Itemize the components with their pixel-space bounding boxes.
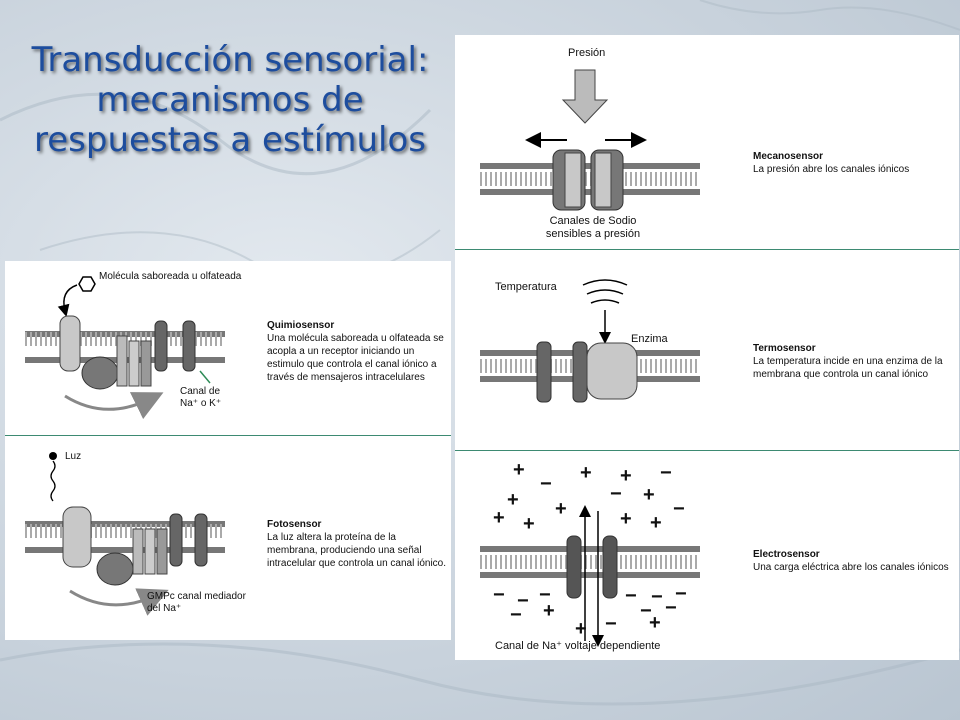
voltage-channel-right [602,535,618,599]
charge-plus: + [493,507,505,529]
label-voltage-channel: Canal de Na⁺ voltaje dependiente [495,640,661,652]
electrosensor-title: Electrosensor [753,549,820,560]
charge-plus: + [507,489,519,511]
charge-minus: − [493,584,505,606]
label-light: Luz [65,451,82,462]
electrosensor-description: Electrosensor Una carga eléctrica abre l… [753,548,953,574]
charge-minus: − [665,597,677,619]
label-pressure: Presión [568,47,606,59]
signal-arrow [64,392,164,420]
label-sodium-channels: Canales de Sodio sensibles a presión [545,215,641,240]
label-enzyme: Enzima [631,333,668,345]
label-temperature: Temperatura [495,281,557,293]
mechanosensor-description: Mecanosensor La presión abre los canales… [753,150,953,176]
right-separator-2 [455,450,959,451]
photoreceptor-protein [62,506,92,568]
membrane-electro [480,546,700,578]
mechanosensor-text: La presión abre los canales iónicos [753,164,910,175]
charge-plus: + [513,459,525,481]
ion-channel-right [182,320,196,372]
charge-plus: + [523,513,535,535]
charge-plus: + [650,512,662,534]
charge-plus: + [620,508,632,530]
membrane-photo [25,521,225,553]
charge-minus: − [540,473,552,495]
chemosensor-title: Quimiosensor [267,320,335,331]
thermo-channel [536,341,552,403]
photosensor-title: Fotosensor [267,519,322,530]
effector-protein [116,335,128,387]
receptor-protein [59,315,81,372]
electrosensor-diagram [480,505,700,647]
ion-channel-left [154,320,168,372]
charge-plus: + [543,600,555,622]
thermosensor-diagram [480,279,700,403]
charge-minus: − [651,586,663,608]
cgmp-channel-right [194,513,208,567]
charge-minus: − [660,462,672,484]
chemosensor-diagram [25,276,225,420]
charge-minus: − [640,600,652,622]
charge-minus: − [539,584,551,606]
thermosensor-text: La temperatura incide en una enzima de l… [753,356,943,380]
membrane-mechano [480,163,700,195]
chemosensor-text: Una molécula saboreada u olfateada se ac… [267,333,444,383]
photosensor-description: Fotosensor La luz altera la proteína de … [267,518,447,570]
charge-plus: + [575,618,587,640]
page-title: Transducción sensorial: mecanismos de re… [0,40,460,160]
thermosensor-title: Termosensor [753,343,816,354]
label-molecule: Molécula saboreada u olfateada [99,271,242,282]
photosensor-diagram [25,452,225,616]
light-wave [50,460,56,502]
title-line-1: Transducción sensorial: [31,40,429,80]
charge-plus: + [555,498,567,520]
charge-plus: + [643,484,655,506]
left-figure-panel: Molécula saboreada u olfateada Canal de … [5,261,451,640]
charge-minus: − [675,583,687,605]
label-chemo-channel: Canal de Na⁺ o K⁺ [180,386,222,409]
left-separator [5,435,451,436]
photosensor-text: La luz altera la proteína de la membrana… [267,532,446,569]
chemosensor-description: Quimiosensor Una molécula saboreada u ol… [267,319,447,384]
light-source-icon [49,452,57,460]
cgmp-channel-left [169,513,183,567]
mechanosensor-diagram [480,69,700,211]
thermosensor-description: Termosensor La temperatura incide en una… [753,342,953,381]
charge-minus: − [605,613,617,635]
heat-wave-icon [582,279,628,304]
right-figure-panel: Presión Canales de Sodio sensibles a pre… [455,35,959,660]
electrosensor-text: Una carga eléctrica abre los canales ión… [753,562,949,573]
enzyme [586,342,638,400]
voltage-channel-left [566,535,582,599]
title-line-3: respuestas a estímulos [34,120,426,160]
charge-minus: − [673,498,685,520]
charge-minus: − [510,604,522,626]
right-separator-1 [455,249,959,250]
title-line-2: mecanismos de [96,80,364,120]
charge-plus: + [649,612,661,634]
pressure-arrow-icon [561,69,609,124]
g-protein [81,356,119,390]
charge-minus: − [625,585,637,607]
mechanosensor-title: Mecanosensor [753,151,824,162]
molecule-hexagon-icon [78,276,96,292]
charge-plus: + [620,465,632,487]
label-cgmp-channel: GMPc canal mediador del Na⁺ [147,591,246,614]
charge-plus: + [580,462,592,484]
charge-minus: − [610,483,622,505]
charge-minus: − [517,590,529,612]
